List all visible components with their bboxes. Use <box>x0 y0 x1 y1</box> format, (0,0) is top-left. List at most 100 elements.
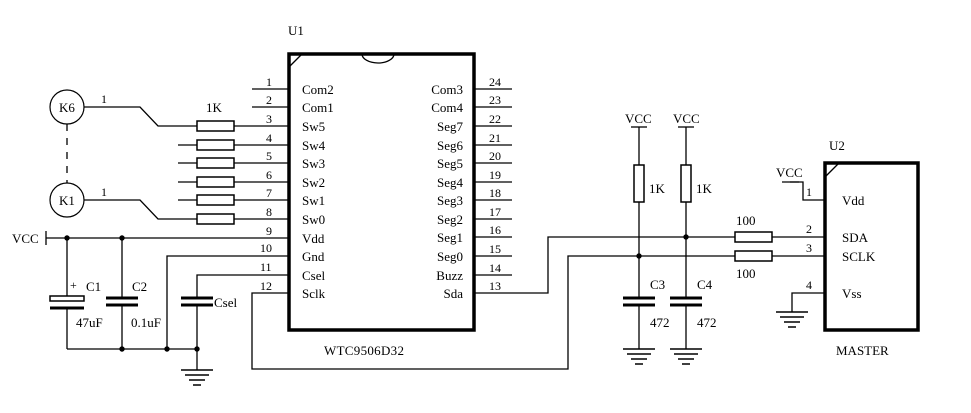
u1-pin-12: 12 Sclk <box>260 279 326 301</box>
pin-name: Seg2 <box>437 212 463 227</box>
u1-pin-21: 21 Seg6 <box>437 131 512 153</box>
vcc-pullup-1-label: VCC <box>625 111 652 126</box>
pin-name: Seg5 <box>437 156 463 171</box>
key-resistor-sw2 <box>196 176 235 188</box>
c4-ref: C4 <box>697 277 713 292</box>
pin-number: 12 <box>260 279 272 293</box>
pin-name: Seg7 <box>437 119 464 134</box>
csel-ref: Csel <box>214 295 238 310</box>
pin-number: 15 <box>489 242 501 256</box>
c3-value: 472 <box>650 315 670 330</box>
capacitor-c2: C2 0.1uF <box>106 238 161 349</box>
u1-pin-1: 1 Com2 <box>252 75 334 97</box>
k6-label: K6 <box>59 100 75 115</box>
pin-number: 21 <box>489 131 501 145</box>
capacitor-csel: Csel <box>181 274 289 370</box>
pin-name: Csel <box>302 268 326 283</box>
series-resistor-sclk: 100 <box>734 250 825 281</box>
capacitor-c3: C3 472 <box>623 277 670 365</box>
u1-pin-13: 13 Sda <box>444 279 502 301</box>
power-left: VCC + C1 47uF C2 0.1uF <box>12 231 735 386</box>
pin-name: Com1 <box>302 100 334 115</box>
key-k6: K6 1 <box>49 89 197 127</box>
pin-number: 16 <box>489 223 501 237</box>
u1-pin-20: 20 Seg5 <box>437 149 512 171</box>
pin-name: Sw0 <box>302 212 325 227</box>
pin-number: 9 <box>266 224 272 238</box>
vcc-left-label: VCC <box>12 231 39 246</box>
ground-symbol <box>670 348 702 365</box>
key-k1: K1 1 <box>49 182 197 220</box>
pin-name: Sw2 <box>302 175 325 190</box>
u1-pin-14: 14 Buzz <box>436 261 512 283</box>
pin-name: SDA <box>842 230 869 245</box>
u1-pin-9: 9 Vdd <box>266 224 325 246</box>
u1-pin-24: 24 Com3 <box>431 75 512 97</box>
pin-name: Sw5 <box>302 119 325 134</box>
u1-part-label: WTC9506D32 <box>324 343 404 358</box>
key-resistor-sw5 <box>196 120 235 132</box>
pin-number: 3 <box>266 112 272 126</box>
pin-number: 1 <box>806 185 812 199</box>
ground-symbol <box>623 348 655 365</box>
pullup-resistor-1: VCC 1K <box>625 111 666 298</box>
u1-pin-19: 19 Seg4 <box>437 168 512 190</box>
u1-pin-6: 6 Sw2 <box>234 168 325 190</box>
u2-master-chip: U2 MASTER VCC 1 Vdd 2 SDA 3 SCLK 4 Vss <box>776 138 920 358</box>
i2c-bus: VCC 1K VCC 1K C3 472 <box>474 111 825 365</box>
pin-number: 3 <box>806 241 812 255</box>
c2-ref: C2 <box>132 279 147 294</box>
pin-name: Buzz <box>436 268 463 283</box>
capacitor-c4: C4 472 <box>670 277 717 365</box>
pin-number: 5 <box>266 149 272 163</box>
series-sclk-value: 100 <box>736 266 756 281</box>
vcc-pullup-2-label: VCC <box>673 111 700 126</box>
pullup-2-value: 1K <box>696 181 713 196</box>
c1-polarity: + <box>70 278 77 292</box>
u2-pin-4: 4 Vss <box>776 278 862 328</box>
pin-number: 19 <box>489 168 501 182</box>
k1-pin-number: 1 <box>101 185 107 199</box>
u1-chip: U1 WTC9506D32 1 Com2 2 Com1 3 Sw5 4 <box>234 23 512 358</box>
u1-pin-5: 5 Sw3 <box>234 149 325 171</box>
key-resistor-sw1 <box>196 194 235 206</box>
series-sda-value: 100 <box>736 213 756 228</box>
u1-pin-3: 3 Sw5 <box>234 112 325 134</box>
c2-value: 0.1uF <box>131 315 161 330</box>
series-resistor-sda: 100 <box>734 213 825 243</box>
u2-pin-1: VCC 1 Vdd <box>776 165 865 208</box>
pin-name: Sw1 <box>302 193 325 208</box>
pullup-1-value: 1K <box>649 181 666 196</box>
u1-pin-11: 11 Csel <box>260 260 326 283</box>
u2-pin-2: 2 SDA <box>806 222 869 245</box>
key-resistor-sw4 <box>196 139 235 151</box>
u1-pin-17: 17 Seg2 <box>437 205 512 227</box>
u1-pin-7: 7 Sw1 <box>234 186 325 208</box>
u1-ref-label: U1 <box>288 23 304 38</box>
c4-value: 472 <box>697 315 717 330</box>
pin-name: Seg3 <box>437 193 463 208</box>
pin-number: 22 <box>489 112 501 126</box>
pin-number: 1 <box>266 75 272 89</box>
u1-left-pins: 1 Com2 2 Com1 3 Sw5 4 Sw4 5 Sw3 <box>234 75 334 301</box>
u1-pin-8: 8 Sw0 <box>234 205 325 227</box>
ground-symbol <box>776 311 808 328</box>
u2-ref-label: U2 <box>829 138 845 153</box>
pin-name: Sw4 <box>302 138 326 153</box>
pin-name: Sda <box>444 286 464 301</box>
u1-pin-2: 2 Com1 <box>252 93 334 115</box>
pin-number: 4 <box>806 278 812 292</box>
pin-name: Com2 <box>302 82 334 97</box>
key-resistor-sw3 <box>196 157 235 169</box>
c1-value: 47uF <box>76 315 103 330</box>
pin-name: Vdd <box>842 193 865 208</box>
u1-pin-16: 16 Seg1 <box>437 223 512 245</box>
pullup-resistor-2: VCC 1K <box>673 111 713 298</box>
pin-name: Seg1 <box>437 230 463 245</box>
pin-name: Sw3 <box>302 156 325 171</box>
u1-pin-15: 15 Seg0 <box>437 242 512 264</box>
pin-number: 10 <box>260 241 272 255</box>
pin-number: 7 <box>266 186 272 200</box>
k1-label: K1 <box>59 193 75 208</box>
